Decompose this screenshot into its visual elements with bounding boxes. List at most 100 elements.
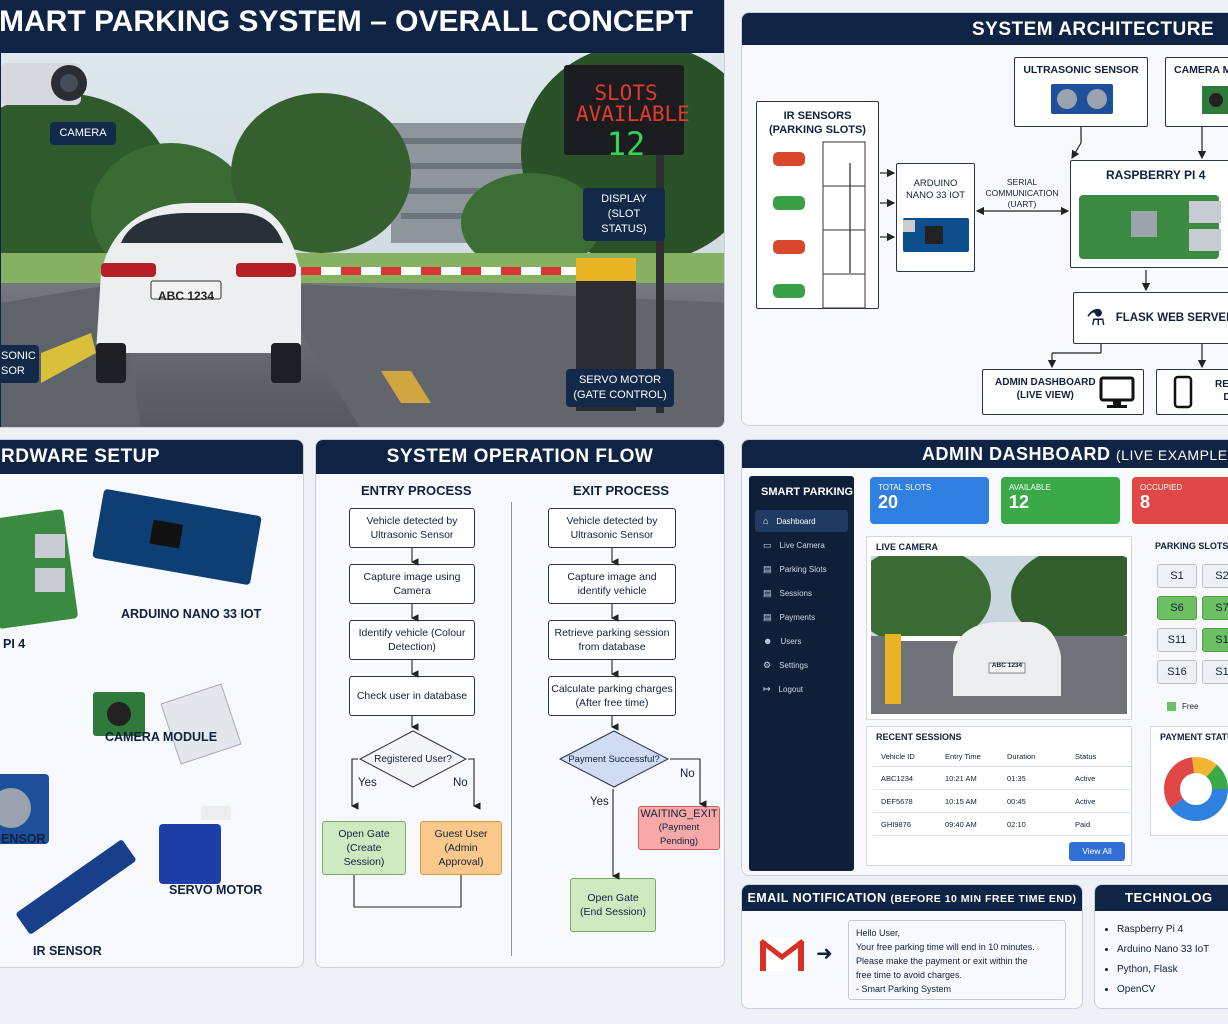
sidebar-item-payments[interactable]: ▤Payments (755, 606, 848, 628)
hardware-title-text: RDWARE SETUP (1, 446, 161, 467)
live-camera-panel: LIVE CAMERA ABC 1234 (866, 536, 1132, 720)
flow-panel: SYSTEM OPERATION FLOW ENTRY PROCESS EXIT… (315, 439, 725, 968)
architecture-panel: SYSTEM ARCHITECTURE IR SENSORS(PARKING S… (741, 12, 1228, 426)
camera-module-box: CAMERA M (1165, 57, 1228, 127)
recent-sessions-title: RECENT SESSIONS (876, 732, 962, 742)
parking-slot[interactable]: S1 (1202, 660, 1228, 684)
tech-list: Raspberry Pi 4 Arduino Nano 33 IoT Pytho… (1117, 920, 1209, 1000)
hardware-panel: RDWARE SETUP ARDUINO NANO 33 IOT PI 4 CA… (0, 439, 304, 968)
exit-decision-diamond (558, 730, 670, 788)
ir-sensors-box: IR SENSORS(PARKING SLOTS) (756, 101, 879, 309)
ultrasonic-icon (1051, 84, 1113, 114)
serial-line1: SERIAL (1006, 177, 1038, 187)
entry-step-4: Check user in database (349, 676, 475, 716)
entry-open-gate: Open Gate(Create Session) (322, 821, 406, 875)
sidebar-item-logout[interactable]: ↦ Logout (755, 678, 848, 700)
sidebar-item-sessions[interactable]: ▤Sessions (755, 582, 848, 604)
parking-slot[interactable]: S1 (1157, 564, 1197, 588)
sidebar-item-users[interactable]: ☻Users (755, 630, 848, 652)
tech-item: OpenCV (1117, 980, 1209, 1000)
sign-line2: AVAILABLE (576, 102, 690, 126)
table-cell: Paid (1075, 820, 1091, 829)
exit-step-4: Calculate parking charges (After free ti… (548, 676, 676, 716)
ultrasonic-label: ULTRASONIC SENSOR (1023, 64, 1139, 76)
table-cell: 09:40 AM (945, 820, 977, 829)
sessions-icon: ▤ (763, 587, 772, 598)
gear-icon: ⚙ (763, 659, 772, 670)
exit-yes: Yes (590, 796, 609, 808)
exit-open-line2: (End Session) (580, 906, 646, 918)
sidebar-item-live-camera[interactable]: ▭Live Camera (755, 534, 848, 556)
view-all-button[interactable]: View All (1069, 842, 1125, 861)
concept-panel: MART PARKING SYSTEM – OVERALL CONCEPT (0, 0, 725, 428)
exit-wait-line1: WAITING_EXIT (640, 808, 718, 820)
display-line2: (SLOT STATUS) (601, 208, 647, 235)
flask-label: FLASK WEB SERVER (1115, 312, 1228, 324)
admin-label: ADMIN DASHBOARD(LIVE VIEW) (995, 376, 1096, 402)
slot-sign-text: SLOTS AVAILABLE 12 (576, 81, 690, 161)
ir-line2: (PARKING SLOTS) (769, 124, 866, 136)
entry-step-3: Identify vehicle (Colour Detection) (349, 620, 475, 660)
sidebar-item-settings[interactable]: ⚙ Settings (755, 654, 848, 676)
architecture-title: SYSTEM ARCHITECTURE (742, 13, 1228, 45)
live-camera-feed (871, 556, 1127, 714)
logout-icon: ↦ (763, 683, 771, 694)
entry-decision-diamond (358, 730, 468, 788)
live-camera-title: LIVE CAMERA (876, 542, 939, 552)
table-cell: Active (1075, 797, 1096, 806)
entry-open-line1: Open Gate (338, 828, 390, 840)
hardware-images (0, 489, 262, 934)
regis-line1: REGIS (1215, 379, 1228, 390)
email-panel: EMAIL NOTIFICATION (BEFORE 10 MIN FREE T… (741, 884, 1083, 1009)
sidebar-item-label: Logout (778, 684, 804, 694)
parking-slot[interactable]: S11 (1157, 628, 1197, 652)
hw-arduino-label: ARDUINO NANO 33 IOT (121, 607, 262, 621)
tech-item: Arduino Nano 33 IoT (1117, 940, 1209, 960)
phone-icon (1173, 375, 1193, 409)
parking-slot[interactable]: S7 (1202, 596, 1228, 620)
entry-guest-line1: Guest User (434, 828, 488, 840)
sidebar-item-label: Settings (779, 660, 808, 670)
payment-status-title: PAYMENT STATU (1160, 732, 1228, 742)
exit-open-line1: Open Gate (587, 892, 639, 904)
servo-tag: SERVO MOTOR(GATE CONTROL) (566, 369, 674, 407)
email-title-suffix: (BEFORE 10 MIN FREE TIME END) (890, 893, 1077, 905)
parking-slot[interactable]: S1 (1202, 628, 1228, 652)
sensor-line1: SONIC (1, 350, 36, 362)
sidebar-item-parking-slots[interactable]: ▤Parking Slots (755, 558, 848, 580)
sidebar-nav: ⌂Dashboard▭Live Camera▤Parking Slots▤Ses… (749, 510, 854, 700)
entry-title: ENTRY PROCESS (361, 483, 472, 498)
free-legend-swatch (1167, 702, 1176, 711)
ir-title: IR SENSORS(PARKING SLOTS) (757, 109, 878, 137)
parking-slot[interactable]: S2 (1202, 564, 1228, 588)
register-box: REGISDA (1156, 369, 1228, 415)
email-line-4: free time to avoid charges. (856, 970, 963, 980)
car-plate: ABC 1234 (157, 289, 215, 303)
email-title: EMAIL NOTIFICATION (BEFORE 10 MIN FREE T… (742, 885, 1082, 911)
ultrasonic-tag: SONIC SOR (0, 345, 39, 383)
tech-item: Raspberry Pi 4 (1117, 920, 1209, 940)
dashboard-panel: ADMIN DASHBOARD (LIVE EXAMPLE) SMART PAR… (741, 439, 1228, 876)
email-title-main: EMAIL NOTIFICATION (747, 891, 887, 905)
email-message: Hello User, Your free parking time will … (848, 920, 1066, 1000)
parking-slot[interactable]: S6 (1157, 596, 1197, 620)
sign-line1: SLOTS (594, 81, 658, 105)
sensor-line2: SOR (1, 365, 25, 377)
hardware-title: RDWARE SETUP (0, 440, 303, 474)
arduino-line2: NANO 33 IOT (905, 190, 966, 201)
sidebar-item-dashboard[interactable]: ⌂Dashboard (755, 510, 848, 532)
camera-tag: CAMERA (50, 122, 116, 145)
exit-no: No (680, 768, 695, 780)
ultrasonic-box: ULTRASONIC SENSOR (1014, 57, 1148, 127)
admin-line2: (LIVE VIEW) (1016, 390, 1074, 401)
parking-slot[interactable]: S16 (1157, 660, 1197, 684)
table-cell: 10:21 AM (945, 774, 977, 783)
